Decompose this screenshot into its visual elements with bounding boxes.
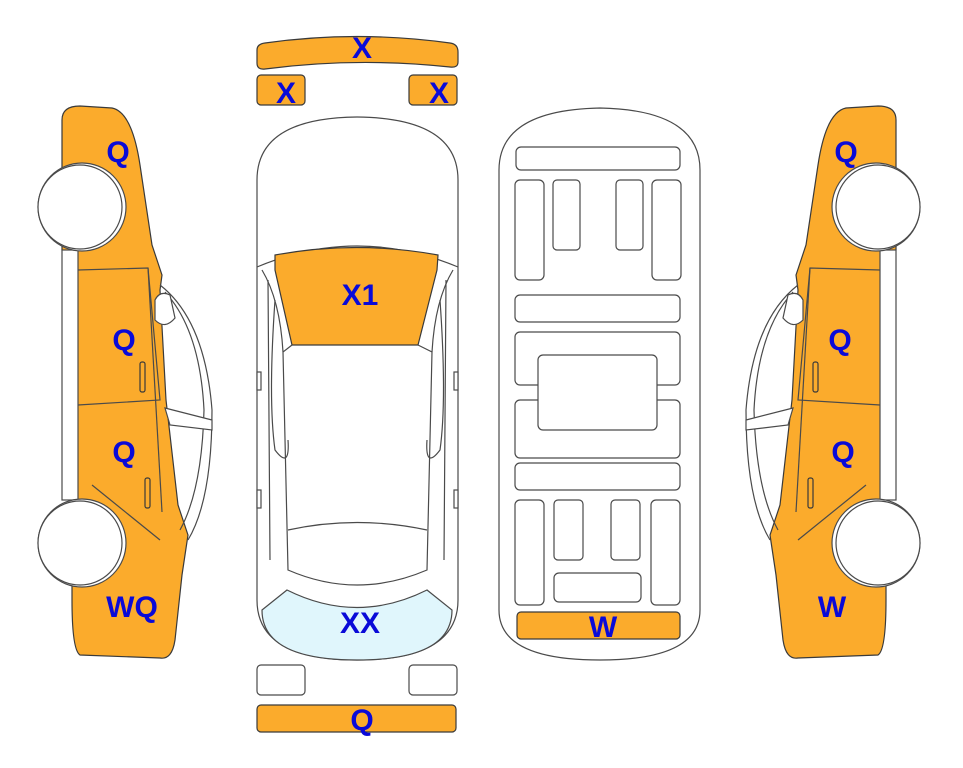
rear-panel [516, 611, 681, 640]
left-side-view: Q Q Q WQ [37, 105, 213, 659]
rear-window-label: XX [340, 607, 380, 640]
rear-bumper [256, 704, 457, 733]
windshield-label: X1 [342, 279, 379, 312]
left-headlight [256, 74, 306, 106]
left-front-fender-label: Q [106, 136, 129, 169]
right-headlight-label: X [429, 77, 449, 110]
underside-view: W [498, 107, 701, 661]
left-rear-door-label: Q [112, 436, 135, 469]
rear-panel-label: W [589, 611, 618, 644]
right-headlight [408, 74, 458, 106]
right-taillight [408, 664, 458, 696]
right-front-fender-label: Q [834, 136, 857, 169]
rear-window [261, 589, 453, 661]
right-front-door-label: Q [828, 324, 851, 357]
windshield [274, 246, 439, 346]
front-bumper [256, 35, 459, 70]
right-side-view: Q Q Q W [745, 105, 921, 659]
left-rear-quarter-label: WQ [106, 591, 158, 624]
left-taillight [256, 664, 306, 696]
left-headlight-label: X [276, 77, 296, 110]
right-rear-quarter-label: W [818, 591, 847, 624]
top-view: X X X X1 XX Q [256, 32, 459, 737]
left-front-door-label: Q [112, 324, 135, 357]
rear-bumper-label: Q [350, 704, 373, 737]
front-bumper-label: X [352, 32, 372, 65]
right-rear-door-label: Q [831, 436, 854, 469]
